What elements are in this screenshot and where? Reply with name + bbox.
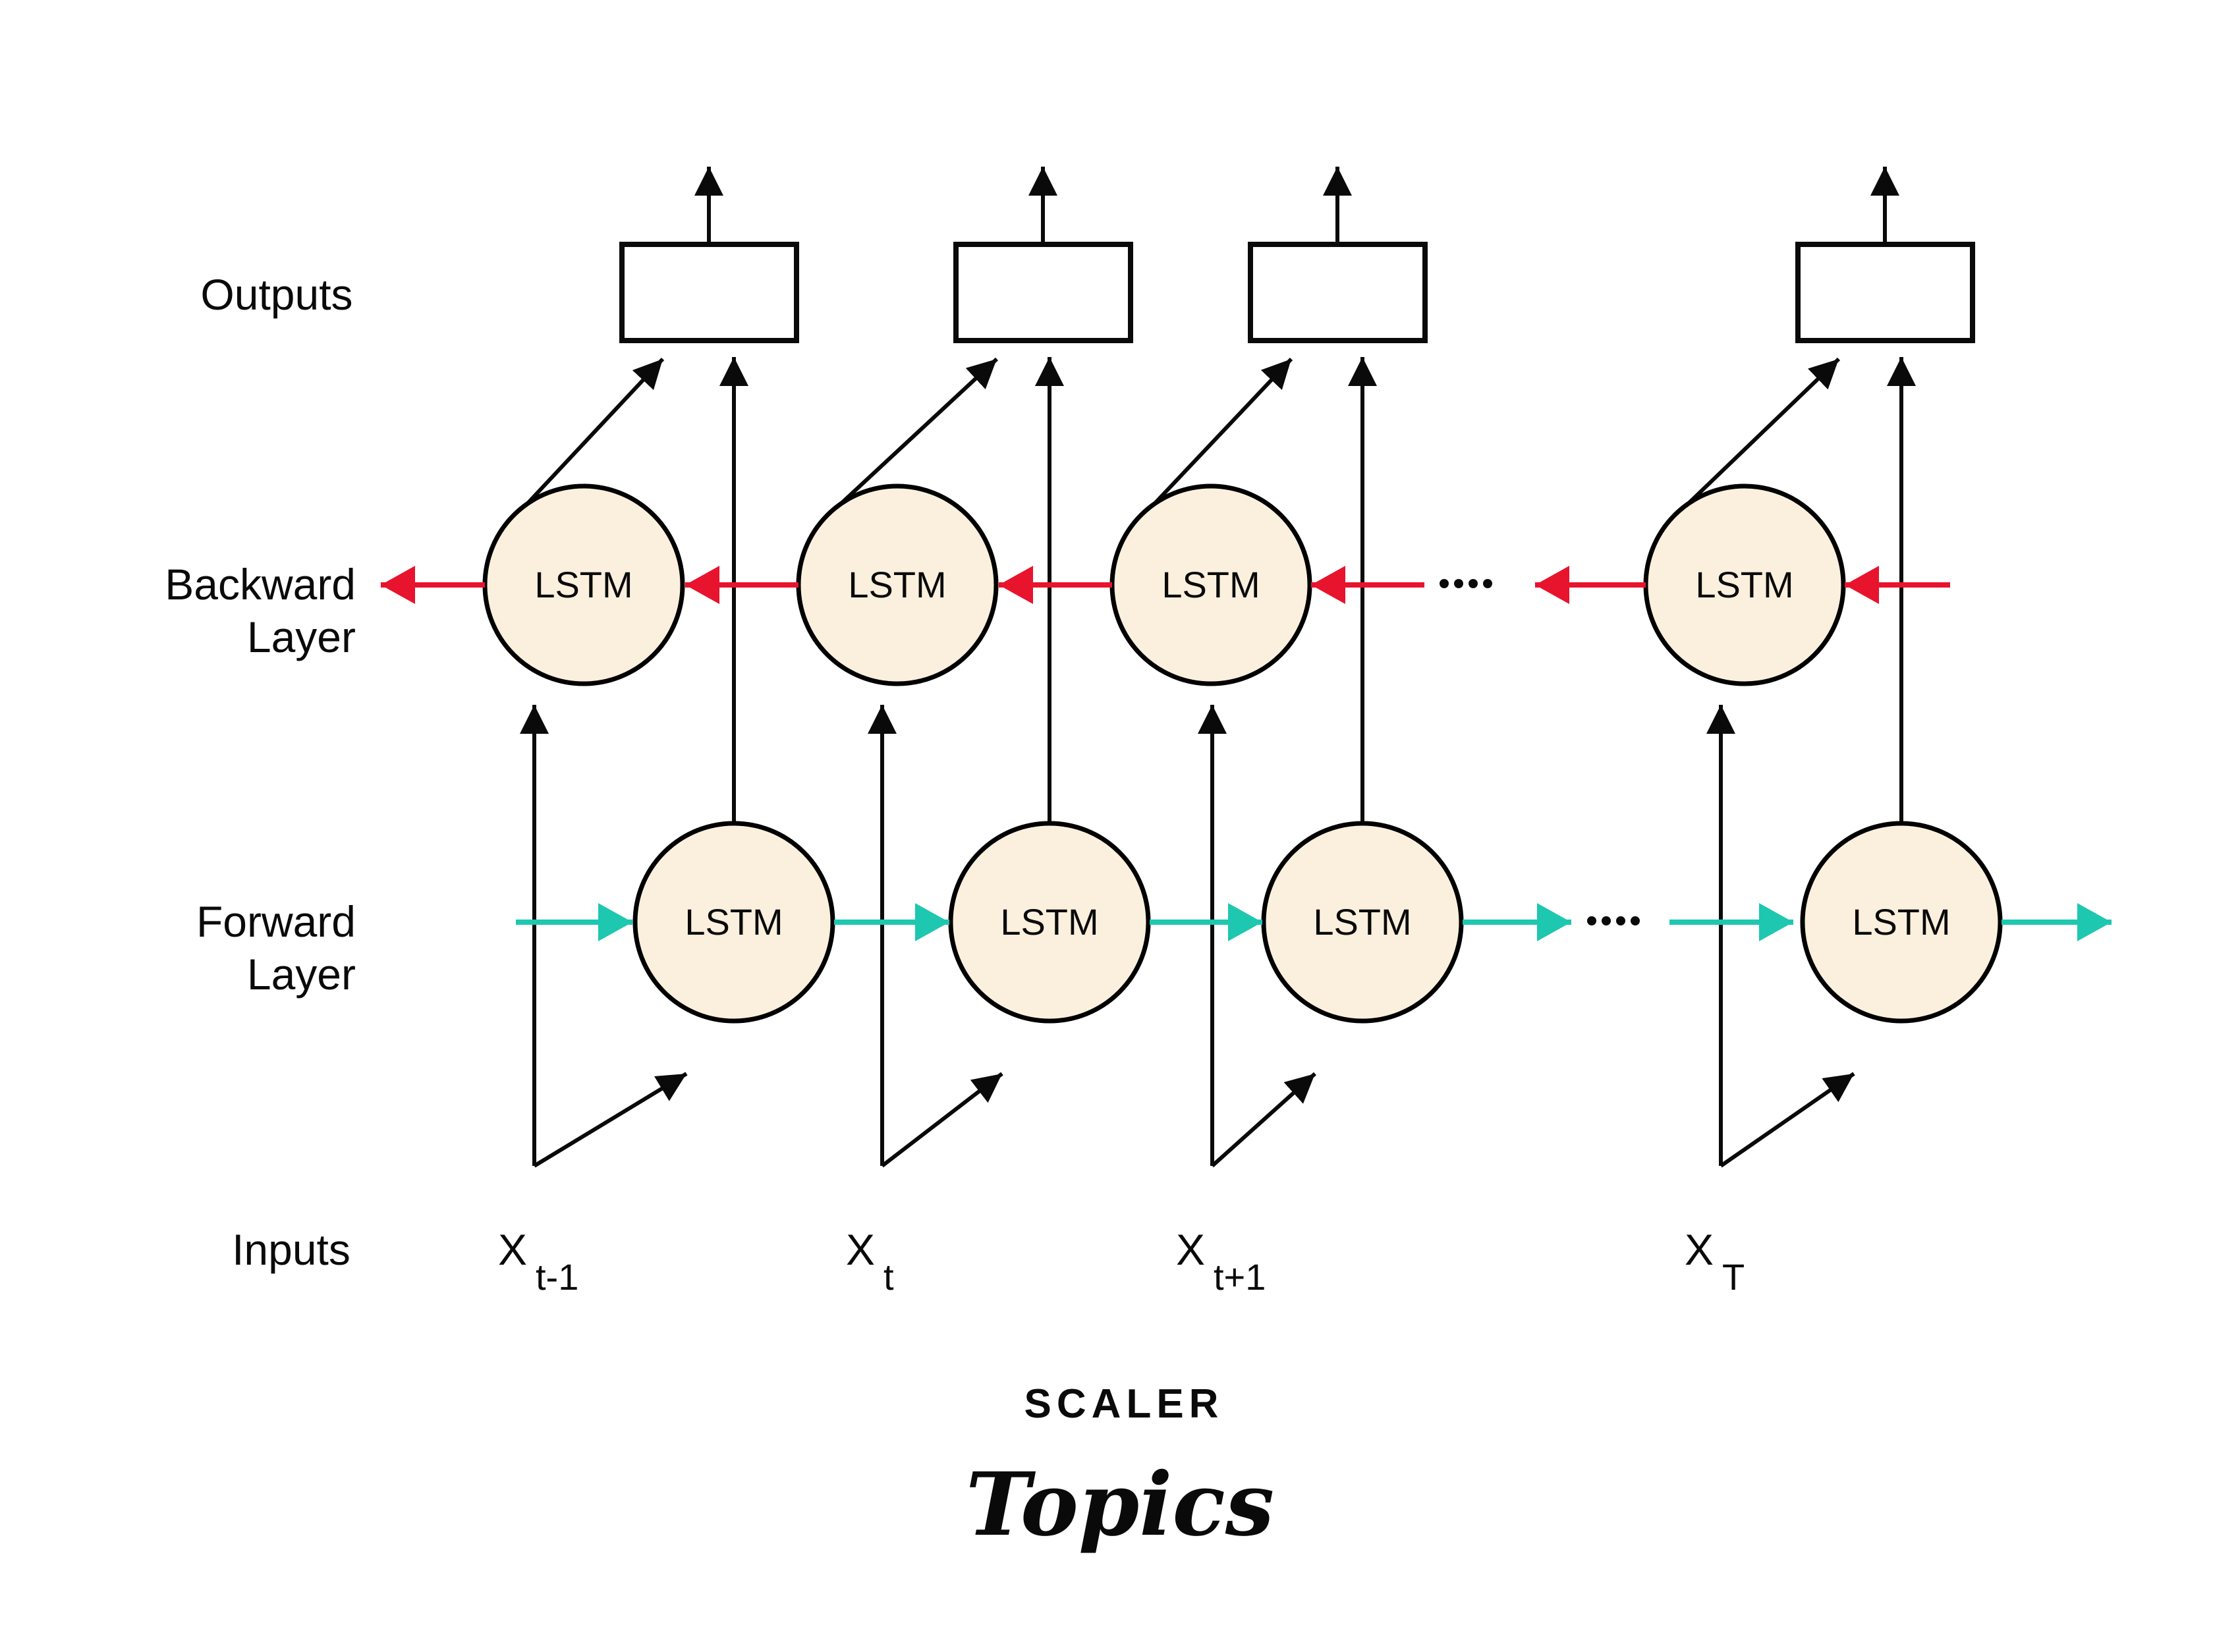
- forward-lstm-label-2: LSTM: [1000, 901, 1098, 943]
- input-label-base-3: X: [1176, 1225, 1205, 1274]
- backward-lstm-label-2: LSTM: [848, 564, 946, 605]
- forward-layer-label-line2: Layer: [247, 950, 356, 999]
- forward-layer-label-line1: Forward: [196, 897, 356, 946]
- input-label-sub-3: t+1: [1214, 1256, 1266, 1298]
- backward-ellipsis: [1440, 579, 1492, 588]
- forward-lstm-node-4: [1800, 821, 2003, 1024]
- ellipsis-dot: [1483, 579, 1492, 588]
- logo-word-text: Topics: [966, 1454, 1274, 1556]
- input-to-forward-arrow-3: [1210, 1072, 1317, 1168]
- backward-layer-label-line1: Backward: [165, 560, 356, 609]
- forward-lstm-label-3: LSTM: [1313, 901, 1411, 943]
- ellipsis-dot: [1602, 916, 1611, 925]
- ellipsis-dot: [1616, 916, 1625, 925]
- output-box-4: [1795, 242, 1975, 343]
- ellipsis-dot: [1631, 916, 1640, 925]
- backward-to-output-arrow-1: [525, 357, 665, 506]
- forward-lstm-label-4: LSTM: [1852, 901, 1950, 943]
- ellipsis-dot: [1440, 579, 1449, 588]
- output-box-2: [953, 242, 1133, 343]
- backward-to-output-arrow-2: [839, 357, 999, 506]
- black-connectors: [520, 167, 1916, 1168]
- input-label-base-1: X: [498, 1225, 527, 1274]
- backward-to-output-arrow-3: [1152, 357, 1293, 506]
- forward-ellipsis: [1587, 916, 1640, 925]
- input-to-forward-arrow-1: [533, 1072, 688, 1168]
- input-label-base-4: X: [1685, 1225, 1714, 1274]
- output-box-3: [1248, 242, 1428, 343]
- ellipsis-dot: [1469, 579, 1478, 588]
- output-box-1: [619, 242, 799, 343]
- ellipsis-dot: [1587, 916, 1596, 925]
- input-label-base-2: X: [846, 1225, 875, 1274]
- inputs-row-label: Inputs: [232, 1225, 350, 1274]
- input-labels: X t-1 X t X t+1 X T: [498, 1225, 1745, 1298]
- output-boxes: [619, 242, 1975, 343]
- input-to-forward-arrow-4: [1720, 1072, 1855, 1168]
- node-labels: LSTM LSTM LSTM LSTM LSTM LSTM LSTM LSTM: [534, 564, 1950, 943]
- input-label-sub-2: t: [883, 1256, 894, 1298]
- forward-lstm-node-2: [948, 821, 1151, 1024]
- forward-lstm-node-3: [1261, 821, 1464, 1024]
- forward-lstm-label-1: LSTM: [685, 901, 783, 943]
- ellipsis-dot: [1454, 579, 1463, 588]
- input-to-forward-arrow-2: [881, 1072, 1003, 1168]
- input-label-sub-1: t-1: [536, 1256, 578, 1298]
- backward-lstm-label-1: LSTM: [534, 564, 632, 605]
- logo-brand-text: SCALER: [1024, 1381, 1224, 1427]
- forward-lstm-node-1: [632, 821, 835, 1024]
- backward-to-output-arrow-4: [1686, 357, 1841, 506]
- backward-layer-label-line2: Layer: [247, 613, 356, 661]
- backward-lstm-label-4: LSTM: [1695, 564, 1793, 605]
- outputs-row-label: Outputs: [200, 270, 352, 319]
- input-label-sub-4: T: [1722, 1256, 1745, 1298]
- scaler-topics-logo: SCALER Topics: [966, 1381, 1274, 1556]
- backward-lstm-label-3: LSTM: [1162, 564, 1260, 605]
- lstm-nodes: [482, 483, 2003, 1024]
